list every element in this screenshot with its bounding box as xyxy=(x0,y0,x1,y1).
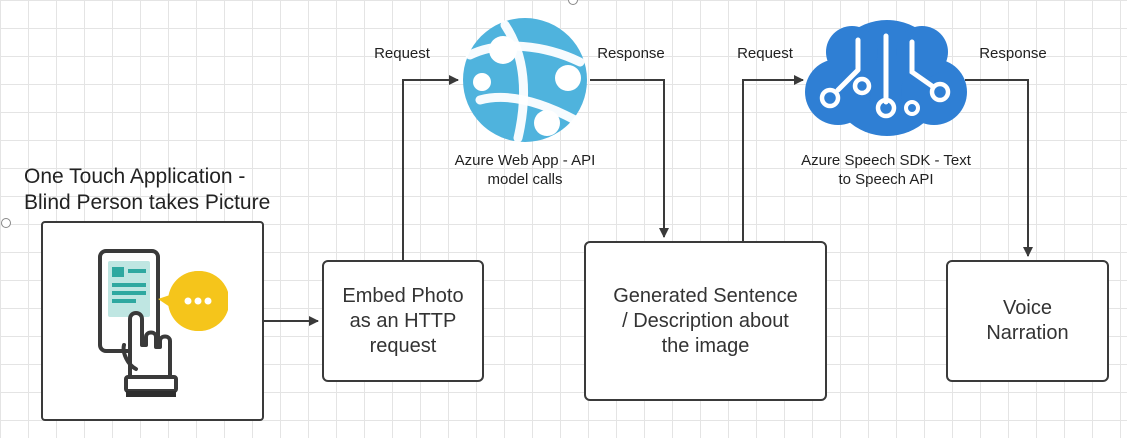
app-title-line-1: One Touch Application - xyxy=(24,165,246,188)
app-title-line-2: Blind Person takes Picture xyxy=(24,191,271,215)
azure-speech-caption-line-2: to Speech API xyxy=(838,170,934,188)
embed-photo-line-2: as an HTTP xyxy=(349,309,457,332)
azure-web-app-caption-line-1: Azure Web App - API xyxy=(454,152,596,169)
azure-speech-brain-icon xyxy=(805,20,967,136)
selection-handle xyxy=(1,218,11,228)
one-touch-app-box[interactable] xyxy=(41,221,264,421)
edge-label-response-2: Response xyxy=(979,45,1047,62)
phone-touch-chat-icon xyxy=(97,249,228,397)
azure-speech-caption-line-1: Azure Speech SDK - Text xyxy=(801,152,971,169)
embed-photo-box[interactable]: Embed Photo as an HTTP request xyxy=(322,260,484,382)
generated-sentence-line-1: Generated Sentence xyxy=(613,284,798,307)
generated-sentence-line-2: / Description about xyxy=(622,309,789,332)
app-title: One Touch Application - Blind Person tak… xyxy=(24,164,270,217)
generated-sentence-box[interactable]: Generated Sentence / Description about t… xyxy=(584,241,827,401)
edge-label-request-1: Request xyxy=(374,45,430,62)
embed-photo-line-1: Embed Photo xyxy=(342,284,464,307)
voice-narration-box[interactable]: Voice Narration xyxy=(946,260,1109,382)
voice-narration-line-1: Voice xyxy=(1003,297,1052,319)
arrow-generated-to-speech xyxy=(742,75,804,241)
azure-speech-caption: Azure Speech SDK - Text to Speech API xyxy=(770,152,1002,190)
azure-web-app-caption: Azure Web App - API model calls xyxy=(420,152,630,190)
arrow-embed-to-webapp xyxy=(402,75,459,260)
embed-photo-line-3: request xyxy=(369,334,437,357)
edge-label-response-1: Response xyxy=(597,45,665,62)
edge-label-request-2: Request xyxy=(737,45,793,62)
generated-sentence-line-3: the image xyxy=(661,334,750,357)
azure-web-app-icon xyxy=(463,18,587,143)
arrow-speech-to-voice xyxy=(965,79,1033,257)
azure-web-app-caption-line-2: model calls xyxy=(487,170,563,188)
arrow-webapp-to-generated xyxy=(590,79,669,238)
voice-narration-line-2: Narration xyxy=(986,322,1069,344)
